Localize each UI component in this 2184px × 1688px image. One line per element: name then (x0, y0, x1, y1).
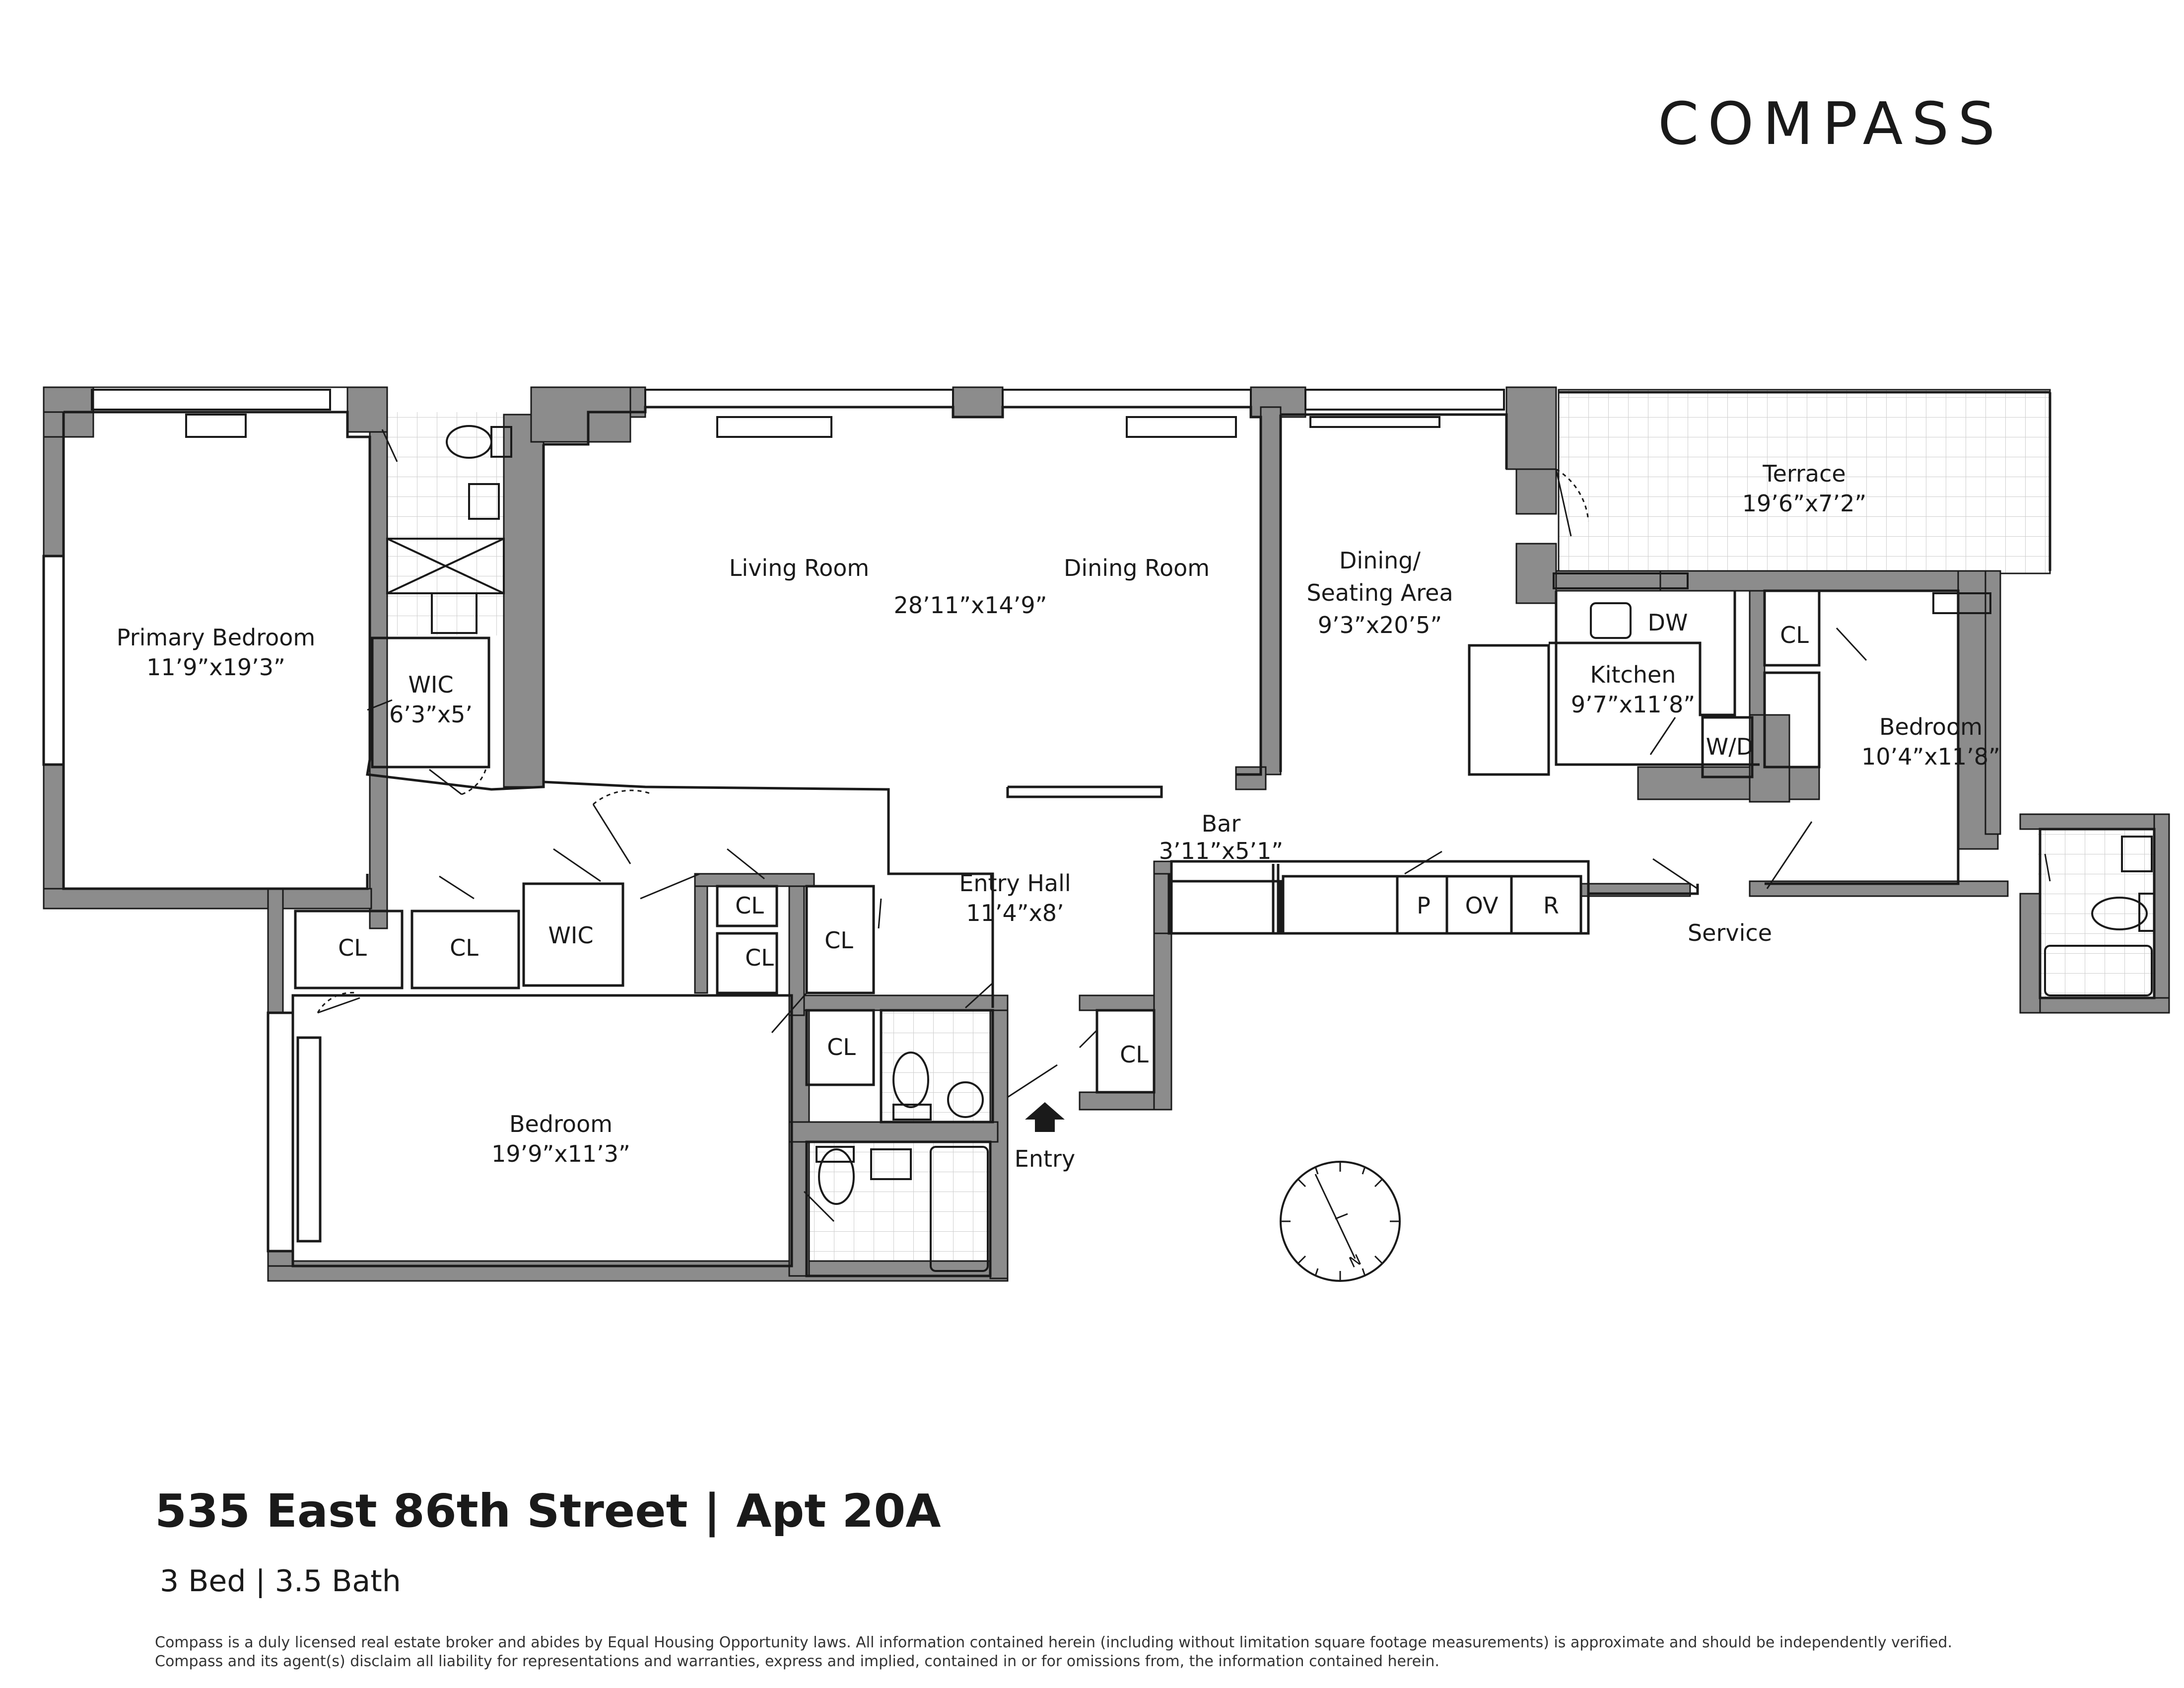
closet-label: CL (735, 892, 764, 919)
wic-primary-label: WIC (408, 671, 453, 698)
toilet-icon (446, 425, 492, 459)
closet-label: CL (450, 934, 478, 961)
toilet-icon (2091, 897, 2148, 930)
tiled-floors (370, 389, 2157, 1273)
wic-label: WIC (548, 922, 593, 949)
disclaimer-line-2: Compass and its agent(s) disclaim all li… (155, 1653, 1439, 1670)
sink-icon (947, 1081, 984, 1118)
primary-bedroom-dims: 11’9”x19’3” (146, 654, 285, 681)
compass-north-label: N (1347, 1251, 1364, 1271)
entry-arrow-icon (1025, 1102, 1065, 1132)
terrace-label: Terrace (1762, 460, 1845, 487)
compass-rose-icon (1280, 1161, 1401, 1282)
floor-plan: Primary Bedroom 11’9”x19’3” WIC 6’3”x5’ … (42, 386, 2170, 1282)
dining-seating-label-2: Seating Area (1306, 579, 1453, 606)
dining-seating-dims: 9’3”x20’5” (1318, 612, 1442, 638)
closet-label: CL (338, 934, 367, 961)
sink-icon (870, 1148, 912, 1180)
bedroom-south-label: Bedroom (509, 1111, 613, 1137)
bedroom-east-label: Bedroom (1879, 713, 1982, 740)
living-dining-dims: 28’11”x14’9” (894, 592, 1047, 619)
sink-icon (2121, 836, 2153, 872)
toilet-icon (818, 1148, 855, 1205)
entry-label: Entry (1015, 1145, 1075, 1172)
closet-label: CL (1780, 622, 1809, 648)
toilet-icon (892, 1052, 929, 1108)
kitchen-dims: 9’7”x11’8” (1571, 691, 1695, 718)
entry-hall-dims: 11’4”x8’ (966, 900, 1064, 926)
bar-label: Bar (1202, 810, 1241, 837)
disclaimer: Compass is a duly licensed real estate b… (155, 1633, 2041, 1671)
refrigerator-label: R (1543, 892, 1559, 919)
listing-summary: 3 Bed | 3.5 Bath (160, 1564, 401, 1599)
fixtures (91, 389, 2155, 1272)
dining-seating-label-1: Dining/ (1339, 547, 1421, 574)
wd-label: W/D (1706, 733, 1754, 760)
living-room-label: Living Room (729, 555, 869, 581)
south-bath-floor (807, 1142, 990, 1273)
service-label: Service (1688, 919, 1772, 946)
disclaimer-line-1: Compass is a duly licensed real estate b… (155, 1634, 1952, 1651)
bathtub-icon (2044, 945, 2153, 996)
dw-label: DW (1648, 609, 1688, 636)
bar-dims: 3’11”x5’1” (1159, 838, 1283, 864)
kitchen-label: Kitchen (1590, 661, 1676, 688)
closet-label: CL (824, 927, 853, 954)
terrace-floor (1558, 389, 2051, 574)
closet-label: CL (827, 1034, 856, 1060)
primary-bedroom-label: Primary Bedroom (117, 624, 315, 651)
closet-label: CL (745, 944, 774, 971)
room-outlines (42, 391, 2156, 1277)
bedroom-east-dims: 10’4”x11’8” (1861, 743, 2000, 770)
entry-hall-label: Entry Hall (959, 870, 1071, 897)
sink-icon (1590, 602, 1632, 639)
oven-label: OV (1465, 892, 1499, 919)
compass-logo: COMPASS (1658, 89, 2004, 158)
listing-title: 535 East 86th Street | Apt 20A (155, 1484, 941, 1538)
bedroom-south-dims: 19’9”x11’3” (491, 1140, 630, 1167)
terrace-dims: 19’6”x7’2” (1742, 490, 1866, 517)
closet-label: CL (1120, 1041, 1149, 1068)
bathtub-icon (930, 1146, 989, 1272)
doors (317, 429, 2051, 1222)
wic-primary-dims: 6’3”x5’ (389, 701, 473, 728)
east-bath-floor (2038, 827, 2157, 1008)
sink-icon (468, 483, 500, 520)
pantry-label: P (1417, 892, 1431, 919)
dining-room-label: Dining Room (1064, 555, 1210, 581)
hall-bath-floor (881, 1008, 993, 1122)
